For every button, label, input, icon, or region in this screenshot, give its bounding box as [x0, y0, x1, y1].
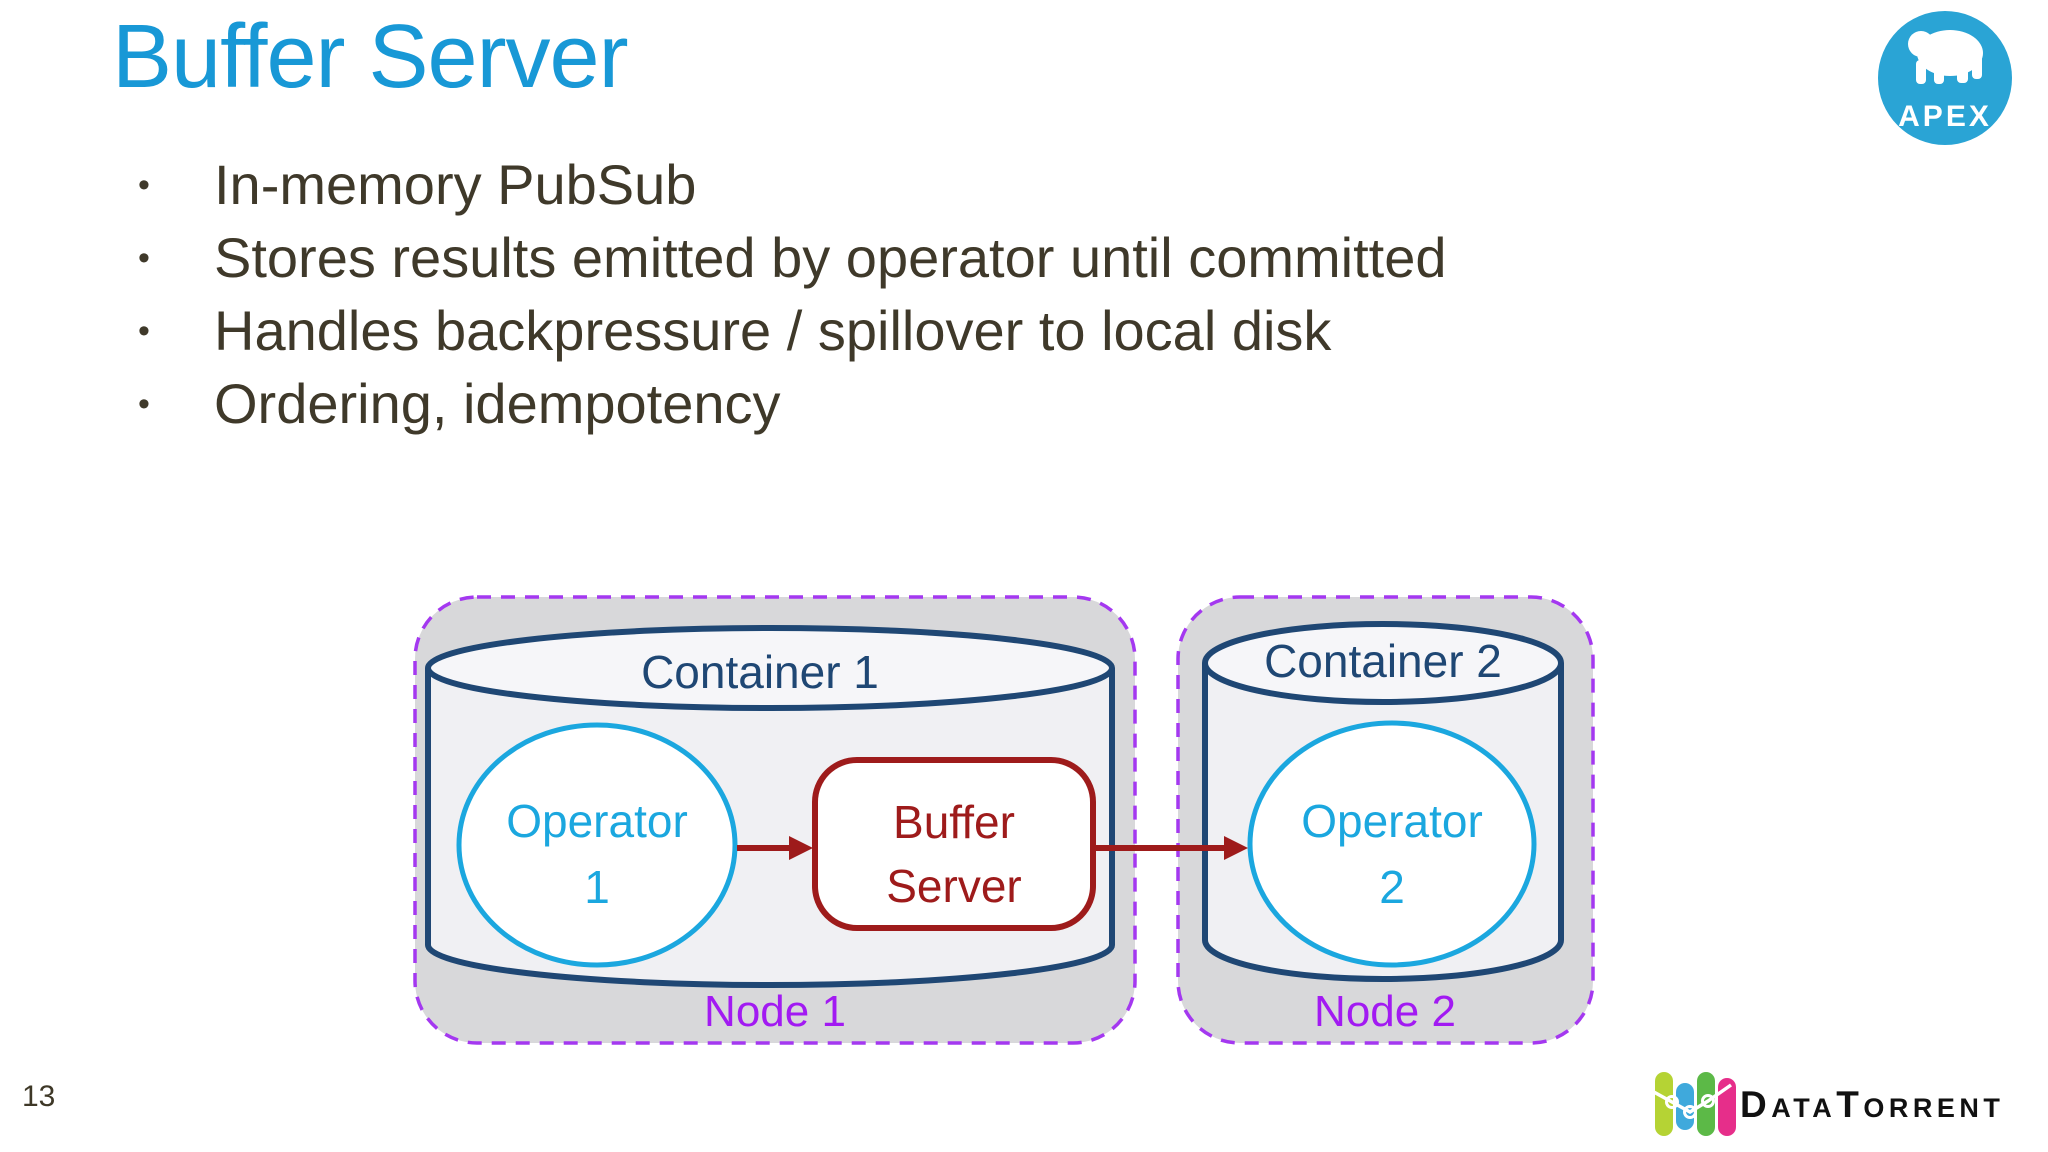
bullet-marker: •	[138, 311, 150, 350]
bullet-list: • In-memory PubSub • Stores results emit…	[138, 148, 1447, 440]
page-number: 13	[22, 1080, 56, 1113]
bullet-marker: •	[138, 165, 150, 204]
bullet-text: Stores results emitted by operator until…	[214, 226, 1447, 289]
arrow-buffer-to-operator2-icon	[1095, 836, 1248, 860]
container1-cylinder-wall	[425, 668, 1115, 988]
dt-bar-icon	[1655, 1072, 1673, 1136]
bullet-item: • Ordering, idempotency	[138, 367, 1447, 440]
bullet-item: • Stores results emitted by operator unt…	[138, 221, 1447, 294]
operator1-label-line1: Operator	[506, 795, 688, 847]
operator1-circle	[456, 722, 738, 968]
container1-cylinder-top	[425, 625, 1115, 711]
datatorrent-logo-text: DATATORRENT	[1740, 1084, 2004, 1125]
bullet-text: In-memory PubSub	[214, 153, 697, 216]
node2-label: Node 2	[1314, 987, 1456, 1036]
gorilla-icon	[1908, 30, 1983, 84]
bullet-text: Handles backpressure / spillover to loca…	[214, 299, 1332, 362]
operator2-circle	[1247, 720, 1537, 968]
container2-cylinder-top	[1202, 621, 1564, 705]
container1-label: Container 1	[641, 646, 879, 698]
operator2-label-line2: 2	[1379, 861, 1405, 913]
bullet-marker: •	[138, 238, 150, 277]
dt-zigzag-icon	[1651, 1083, 1732, 1119]
apex-logo: APEX	[1878, 11, 2012, 145]
operator2-label-line1: Operator	[1301, 795, 1483, 847]
bullet-item: • In-memory PubSub	[138, 148, 1447, 221]
bullet-marker: •	[138, 384, 150, 423]
node1-label: Node 1	[704, 987, 846, 1036]
container2-label: Container 2	[1264, 635, 1502, 687]
buffer-server-box	[812, 757, 1096, 931]
bullet-item: • Handles backpressure / spillover to lo…	[138, 294, 1447, 367]
operator1-label-line2: 1	[584, 861, 610, 913]
datatorrent-logo: DATATORRENT	[1651, 1072, 2004, 1136]
buffer-server-label-line1: Buffer	[893, 796, 1015, 848]
arrow-operator1-to-buffer-icon	[737, 836, 813, 860]
buffer-server-label-line2: Server	[886, 860, 1021, 912]
slide-title: Buffer Server	[112, 7, 629, 107]
bullet-text: Ordering, idempotency	[214, 372, 781, 435]
apex-logo-text: APEX	[1898, 100, 1992, 133]
container2-cylinder-wall	[1202, 663, 1564, 982]
